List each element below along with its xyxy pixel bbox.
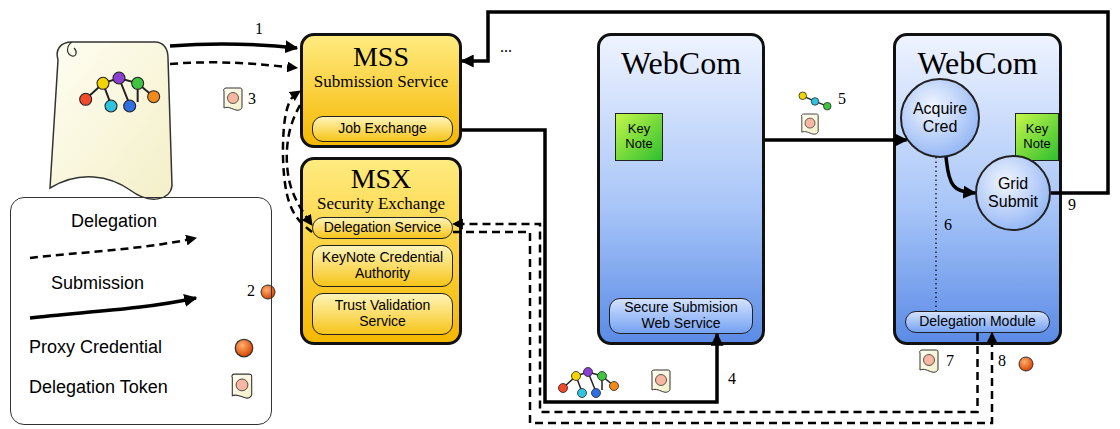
keynote-box: Key Note [615, 113, 663, 161]
callout-number: 2 [247, 282, 255, 300]
callout-number: ... [500, 38, 512, 56]
legend-submission-sample [30, 298, 196, 318]
delegation-token-icon [652, 370, 670, 392]
workflow-graph [80, 72, 160, 112]
node-title: Delegation Module [919, 314, 1036, 330]
node-title: Secure Submision Web Service [613, 300, 749, 331]
service-box: MSSSubmission ServiceJob Exchange [300, 33, 462, 148]
callout-number: 9 [1068, 196, 1076, 214]
node-title: Job Exchange [338, 121, 427, 137]
proxy-credential-icon [261, 285, 275, 299]
webcom-box: WebComAcquire CredKey NoteGrid SubmitDel… [893, 33, 1062, 345]
node-title: Key Note [1019, 122, 1055, 151]
node-title: Trust Validation Service [316, 298, 449, 329]
node-title: MSS [303, 41, 459, 72]
node-subtitle: Security Exchange [303, 194, 459, 213]
callout-number: 1 [255, 20, 263, 38]
legend-text: Delegation Token [29, 377, 168, 398]
workflow-graph-icon [559, 368, 619, 398]
callout-number: 5 [838, 90, 846, 108]
submission-arrow [170, 44, 297, 48]
node-title: Acquire Cred [905, 100, 975, 136]
node-subtitle: Submission Service [303, 72, 459, 91]
callout-number: 6 [944, 216, 952, 234]
legend-proxy-credential-sample [235, 339, 253, 357]
callout-number: 3 [248, 90, 256, 108]
node-title: Key Note [619, 122, 659, 151]
legend-text: Proxy Credential [29, 337, 162, 358]
legend-text: Delegation [71, 211, 157, 232]
keynote-box: Key Note [1015, 113, 1059, 161]
node-title: WebCom [896, 46, 1059, 82]
legend-delegation-sample [30, 238, 196, 258]
node-title: WebCom [600, 46, 762, 82]
delegation-arrow [170, 62, 297, 68]
node-title: MSX [303, 163, 459, 194]
node-title: Delegation Service [324, 220, 442, 236]
subgraph-icon [799, 92, 831, 110]
module-pill: Trust Validation Service [312, 293, 453, 335]
legend-delegation-token-sample [232, 374, 252, 398]
service-box: MSXSecurity ExchangeDelegation ServiceKe… [300, 157, 462, 345]
module-pill: Secure Submision Web Service [609, 298, 753, 334]
delegation-token-icon [224, 88, 242, 110]
module-pill: Delegation Module [905, 311, 1050, 333]
module-pill: Job Exchange [312, 116, 453, 142]
callout-number: 7 [946, 352, 954, 370]
node-title: Grid Submit [980, 175, 1046, 211]
callout-number: 4 [728, 370, 736, 388]
module-pill: Delegation Service [312, 217, 453, 239]
workflow-document [50, 42, 172, 199]
submission-connector [765, 138, 907, 142]
process-circle: Acquire Cred [900, 78, 980, 158]
webcom-box: WebComKey NoteSecure Submision Web Servi… [597, 33, 765, 345]
dotted-link [935, 157, 936, 311]
proxy-credential-icon [1019, 357, 1033, 371]
legend-box: DelegationSubmissionProxy CredentialDele… [10, 197, 272, 425]
node-title: KeyNote Credential Authority [316, 250, 449, 281]
process-circle: Grid Submit [975, 155, 1051, 231]
callout-number: 8 [998, 352, 1006, 370]
delegation-token-icon [801, 114, 818, 134]
delegation-token-icon [920, 350, 938, 372]
legend-text: Submission [51, 273, 144, 294]
module-pill: KeyNote Credential Authority [312, 245, 453, 287]
